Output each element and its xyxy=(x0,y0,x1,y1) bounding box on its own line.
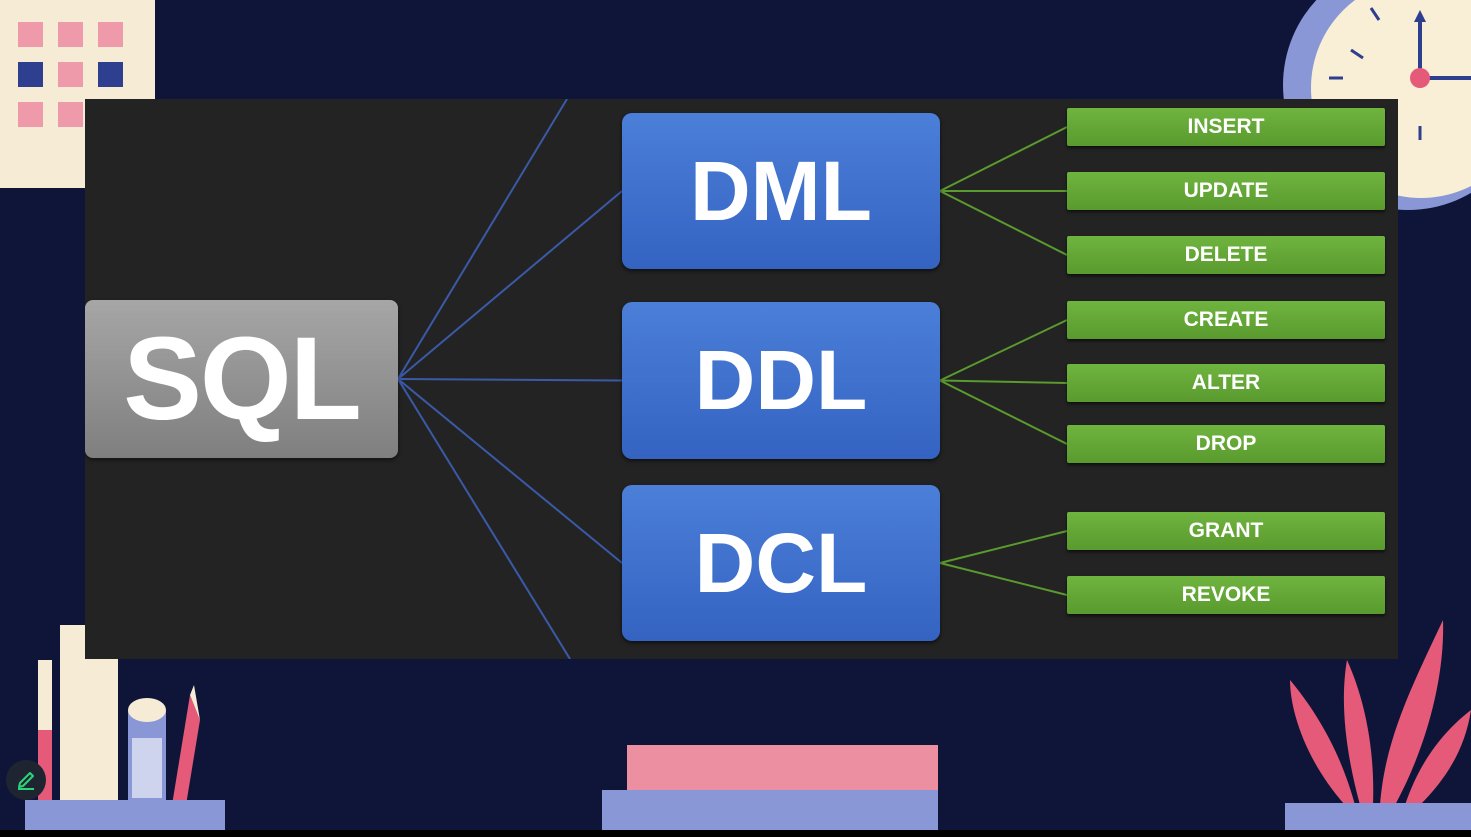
connector-line xyxy=(397,378,571,659)
book-decoration xyxy=(627,745,938,790)
connector-lines xyxy=(397,99,1068,659)
connector-line xyxy=(397,378,623,564)
category-node-ddl: DDL xyxy=(622,302,940,459)
calendar-cell xyxy=(58,22,83,47)
command-node-delete: DELETE xyxy=(1067,236,1385,274)
command-node-revoke: REVOKE xyxy=(1067,576,1385,614)
command-node-alter: ALTER xyxy=(1067,364,1385,402)
connector-line xyxy=(939,379,1068,384)
connector-line xyxy=(939,126,1068,192)
book-decoration xyxy=(602,790,938,830)
command-node-create: CREATE xyxy=(1067,301,1385,339)
calendar-cell xyxy=(18,22,43,47)
calendar-cell xyxy=(58,62,83,87)
edit-button[interactable] xyxy=(6,760,46,800)
connector-line xyxy=(939,319,1068,382)
command-node-insert: INSERT xyxy=(1067,108,1385,146)
command-node-grant: GRANT xyxy=(1067,512,1385,550)
plant-decoration xyxy=(1290,620,1471,805)
connector-line xyxy=(939,530,1068,564)
root-node-sql: SQL xyxy=(85,300,398,458)
category-node-dcl: DCL xyxy=(622,485,940,641)
calendar-cell xyxy=(18,102,43,127)
connector-line xyxy=(397,190,623,380)
calendar-cell xyxy=(98,22,123,47)
command-node-drop: DROP xyxy=(1067,425,1385,463)
category-node-dml: DML xyxy=(622,113,940,269)
sql-diagram-panel: SQL DML DDL DCL INSERT UPDATE DELETE CRE… xyxy=(85,99,1398,659)
calendar-cell xyxy=(18,62,43,87)
calendar-cell xyxy=(98,62,123,87)
connector-line xyxy=(939,190,1068,256)
connector-line xyxy=(397,378,623,382)
connector-line xyxy=(397,99,568,380)
connector-line xyxy=(939,379,1068,445)
calendar-cell xyxy=(58,102,83,127)
pencil-icon xyxy=(18,772,34,790)
calendar-decoration xyxy=(0,0,155,188)
connector-line xyxy=(939,562,1068,596)
bottom-bar xyxy=(0,830,1471,837)
command-node-update: UPDATE xyxy=(1067,172,1385,210)
